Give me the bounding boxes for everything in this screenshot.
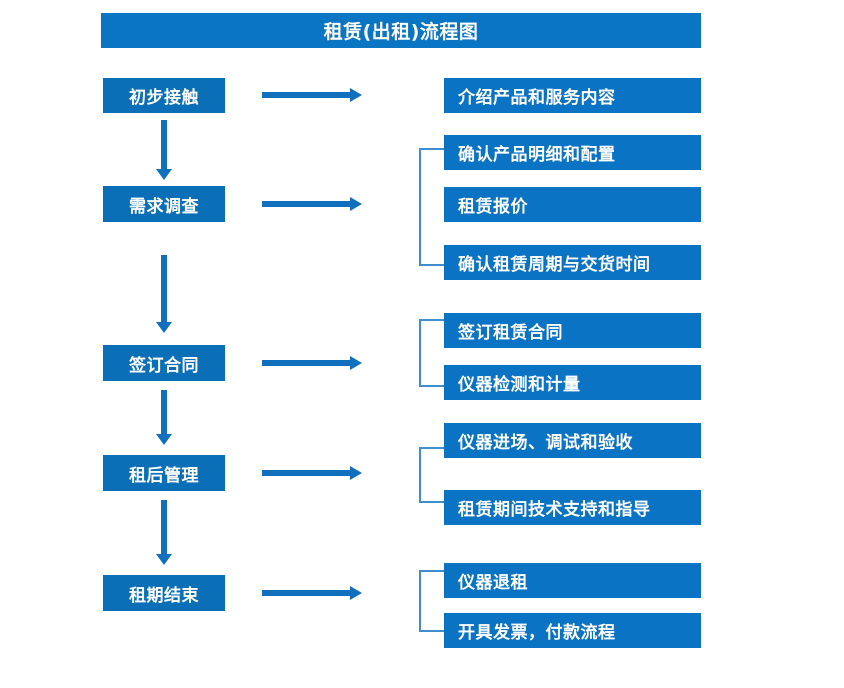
stage-box-2[interactable]: 需求调查: [103, 186, 225, 222]
group-bracket-1: [419, 148, 445, 266]
group-bracket-4: [419, 570, 445, 632]
stage-box-4[interactable]: 租后管理: [103, 455, 225, 491]
detail-box-5[interactable]: 签订租赁合同: [444, 313, 701, 348]
detail-box-9[interactable]: 仪器退租: [444, 563, 701, 598]
detail-box-7[interactable]: 仪器进场、调试和验收: [444, 423, 701, 458]
detail-box-2[interactable]: 确认产品明细和配置: [444, 135, 701, 170]
group-bracket-3: [419, 447, 445, 503]
chart-title-banner: 租赁(出租)流程图: [101, 13, 701, 48]
detail-box-6[interactable]: 仪器检测和计量: [444, 365, 701, 400]
stage-box-5[interactable]: 租期结束: [103, 575, 225, 611]
group-bracket-2: [419, 319, 445, 387]
stage-box-3[interactable]: 签订合同: [103, 345, 225, 381]
detail-box-10[interactable]: 开具发票，付款流程: [444, 613, 701, 648]
detail-box-1[interactable]: 介绍产品和服务内容: [444, 78, 701, 113]
stage-box-1[interactable]: 初步接触: [103, 78, 225, 113]
detail-box-3[interactable]: 租赁报价: [444, 187, 701, 222]
detail-box-4[interactable]: 确认租赁周期与交货时间: [444, 245, 701, 280]
detail-box-8[interactable]: 租赁期间技术支持和指导: [444, 490, 701, 525]
